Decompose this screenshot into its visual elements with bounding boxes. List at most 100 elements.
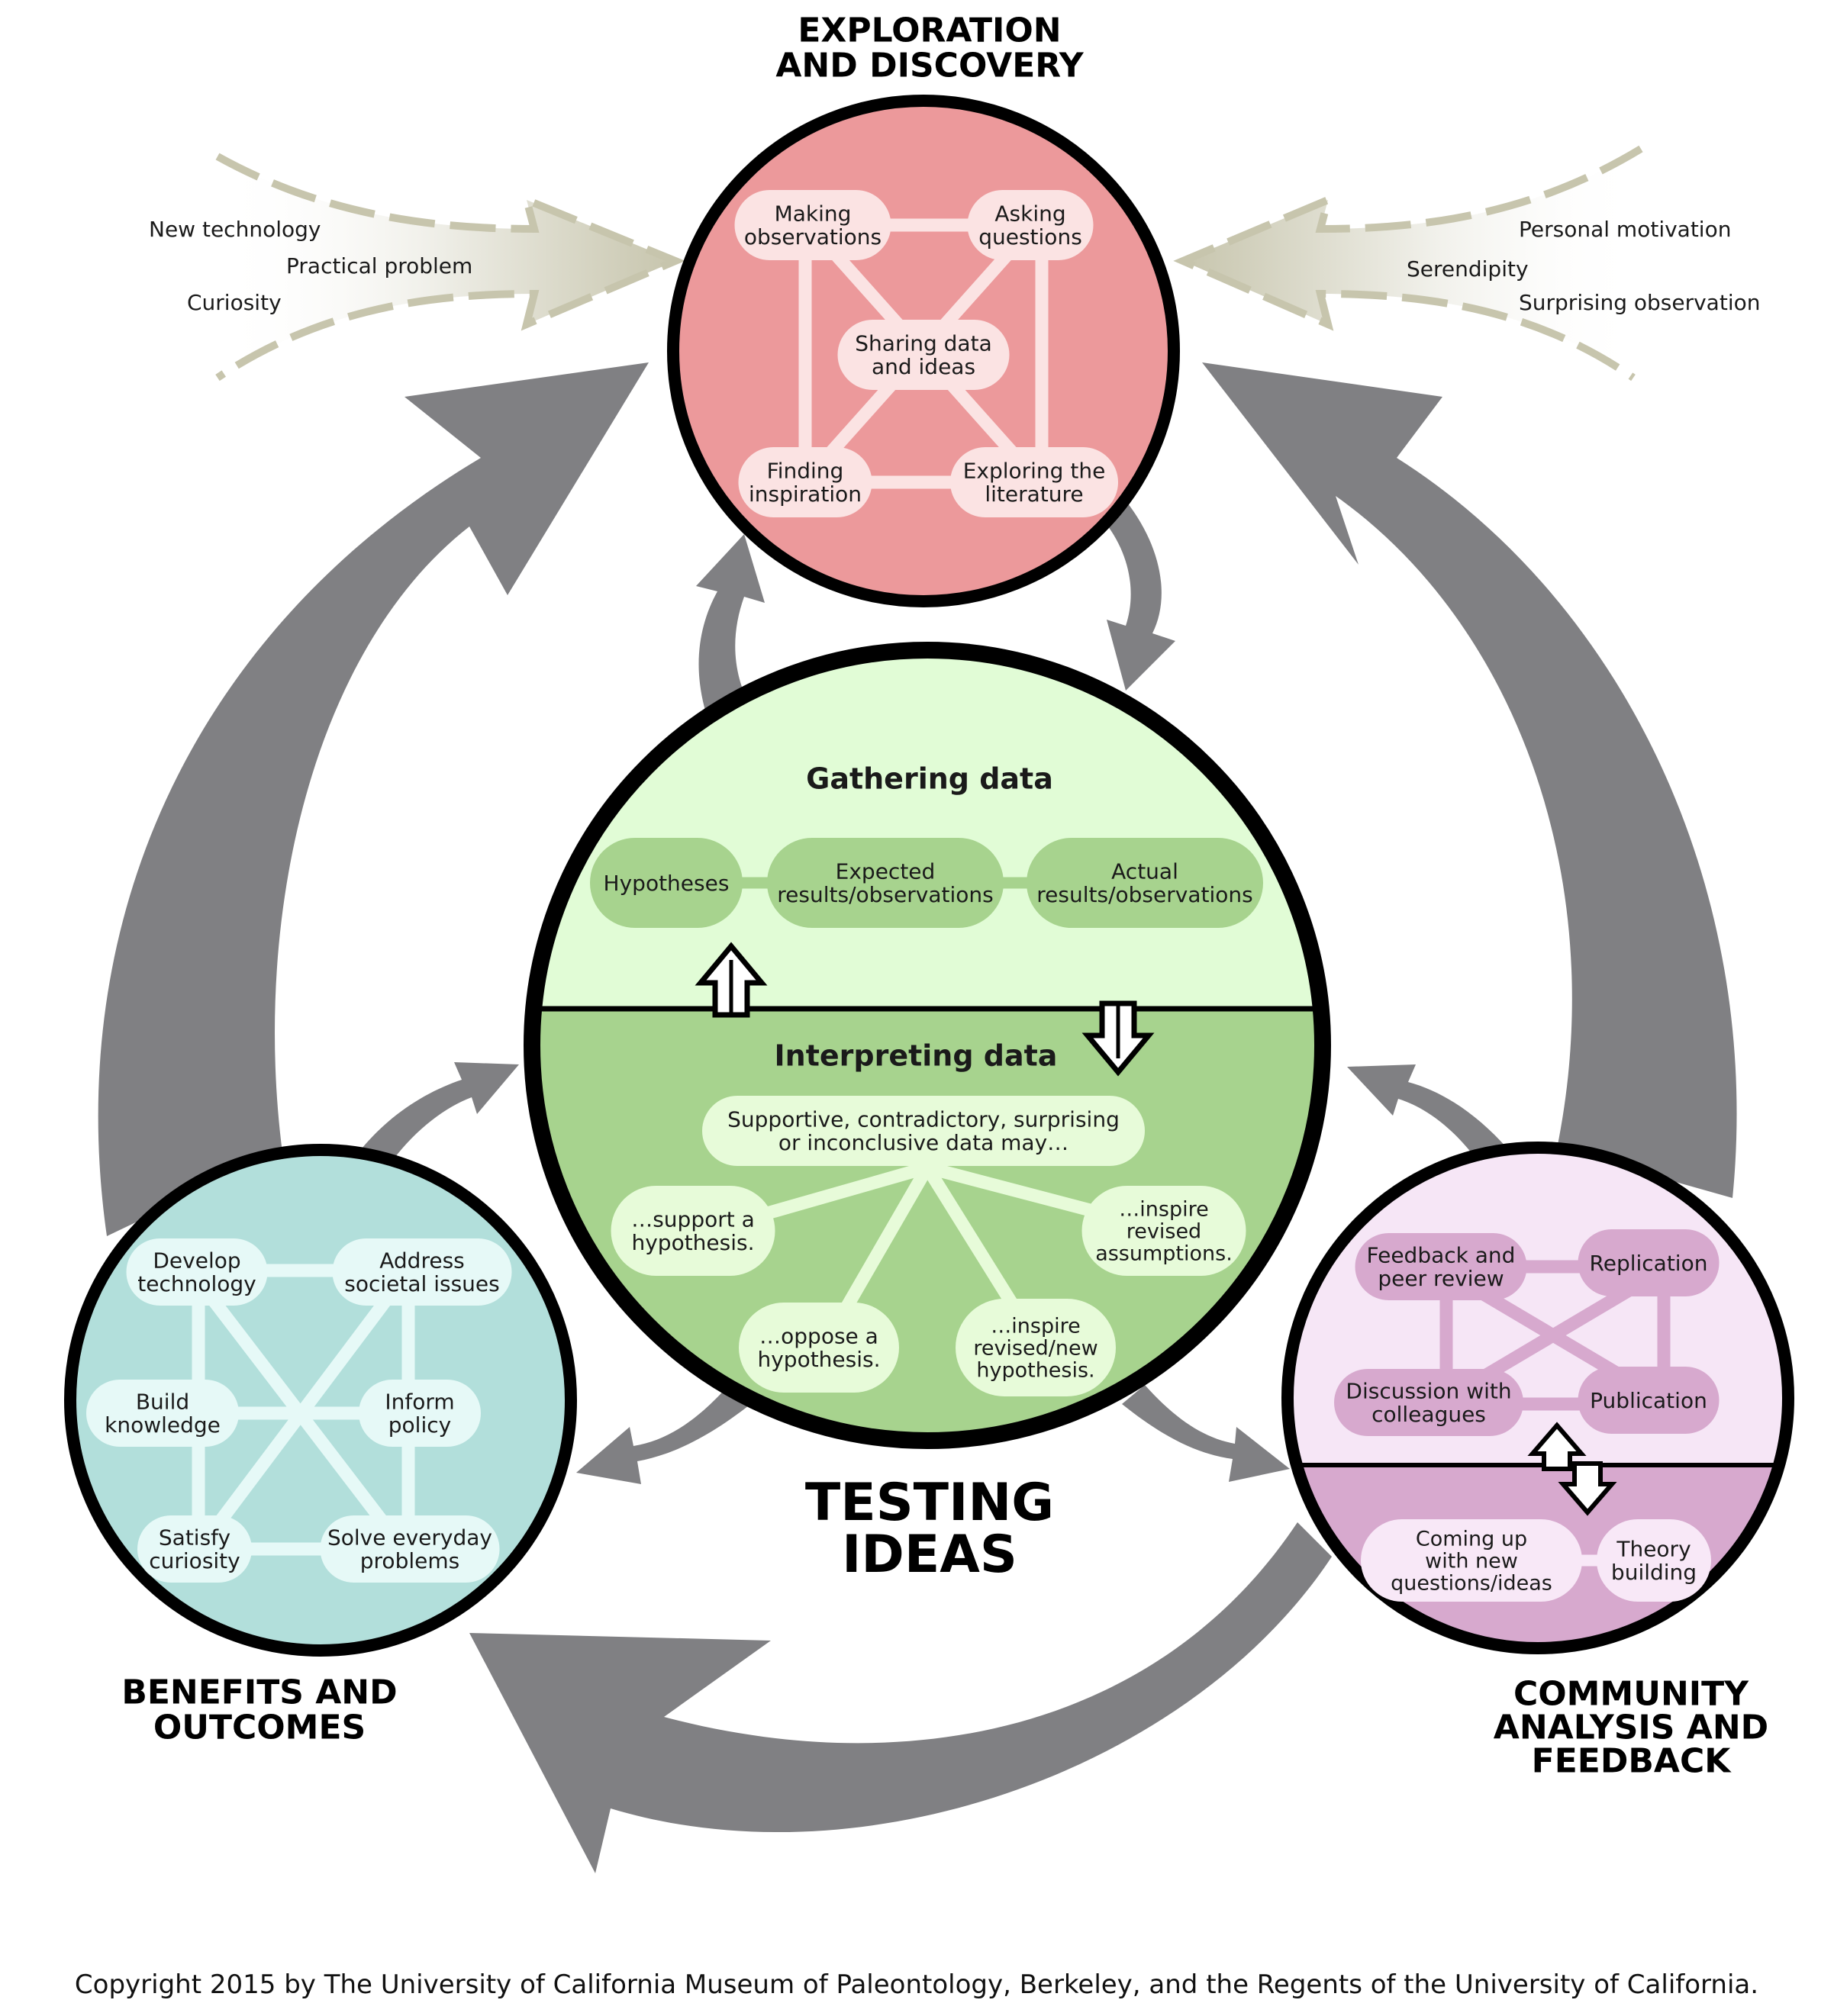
node-build-knowledge-bg: [86, 1380, 239, 1447]
node-satisfy-curiosity-bg: [137, 1515, 252, 1583]
arrow-community-to-testing: [1347, 1064, 1507, 1160]
node-hypotheses-label: Hypotheses: [604, 871, 730, 896]
link-arrows: [359, 496, 1507, 1484]
influence-arrow-right: [1173, 145, 1643, 382]
node-feedback-peer-review-bg: [1355, 1233, 1527, 1300]
node-oppose-hypothesis-bg: [739, 1303, 899, 1393]
influence-left-0: New technology: [149, 217, 321, 242]
influences-right: Personal motivationSerendipitySurprising…: [1173, 145, 1760, 382]
copyright-text: Copyright 2015 by The University of Cali…: [75, 1969, 1758, 2000]
node-inform-policy-bg: [359, 1380, 481, 1447]
node-exploring-literature-bg: [950, 447, 1118, 517]
influence-right-1: Serendipity: [1407, 256, 1529, 282]
influence-right-2: Surprising observation: [1519, 290, 1760, 315]
node-coming-up-questions-bg: [1361, 1519, 1582, 1602]
influence-left-2: Curiosity: [187, 290, 282, 315]
node-sharing-data-bg: [837, 320, 1010, 390]
node-expected-results-bg: [767, 838, 1004, 928]
hollow-arrow-down-small-icon: [1558, 1461, 1617, 1516]
gathering-title: Gathering data: [806, 762, 1053, 795]
node-replication-bg: [1578, 1229, 1720, 1296]
arrow-benefits-to-testing: [359, 1062, 519, 1160]
arrow-benefits-to-exploration: [98, 362, 649, 1236]
node-inspire-assumptions-bg: [1081, 1186, 1246, 1276]
node-data-may-bg: [702, 1096, 1145, 1166]
node-theory-building-bg: [1597, 1519, 1711, 1602]
node-publication-bg: [1578, 1367, 1720, 1434]
node-solve-problems-bg: [320, 1515, 500, 1583]
arrow-community-to-exploration: [1202, 362, 1737, 1198]
node-making-observations-bg: [734, 190, 891, 260]
node-publication-label: Publication: [1590, 1388, 1707, 1413]
influence-arrow-left: [215, 153, 685, 382]
node-replication: Replication: [1578, 1229, 1720, 1296]
node-asking-questions-bg: [967, 190, 1094, 260]
node-actual-results-bg: [1027, 838, 1263, 928]
arrow-testing-to-community: [1122, 1385, 1290, 1482]
arrow-exploration-to-testing: [1099, 496, 1175, 691]
node-hypotheses: Hypotheses: [590, 838, 743, 928]
node-publication: Publication: [1578, 1367, 1720, 1434]
node-support-hypothesis-bg: [611, 1186, 775, 1276]
cycle-arrows: [98, 362, 1737, 1873]
influence-left-1: Practical problem: [286, 253, 472, 279]
node-discussion-colleagues-bg: [1334, 1369, 1523, 1436]
node-replication-label: Replication: [1590, 1251, 1708, 1276]
arrow-community-to-benefits: [469, 1522, 1332, 1873]
node-inspire-new-hypothesis-bg: [956, 1299, 1116, 1396]
node-address-societal-bg: [332, 1238, 512, 1306]
node-hypotheses-bg: [590, 838, 743, 928]
arrow-testing-to-benefits: [576, 1385, 756, 1484]
arrow-testing-to-exploration: [696, 534, 765, 725]
